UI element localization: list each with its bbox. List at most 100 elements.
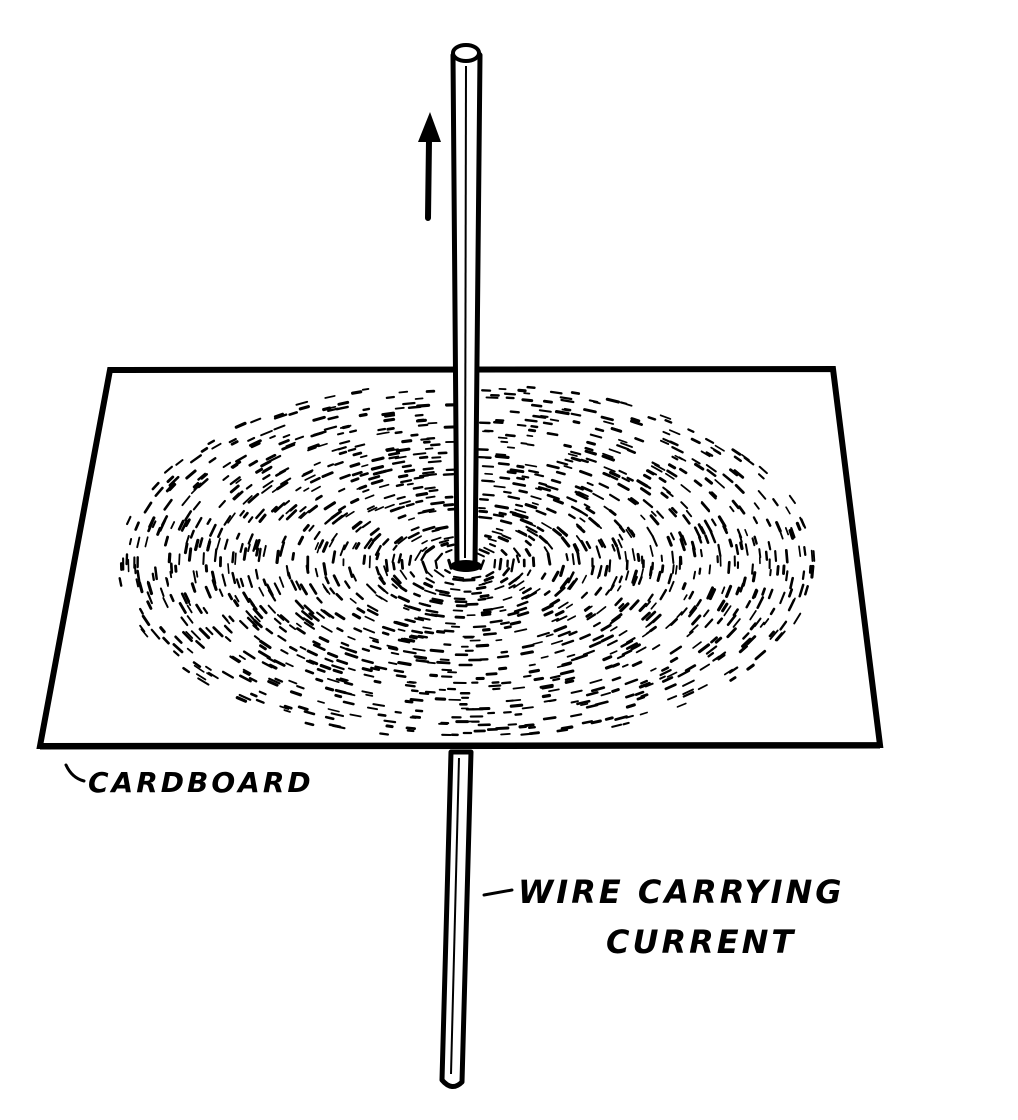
iron-filing bbox=[218, 588, 224, 597]
iron-filing bbox=[302, 524, 310, 532]
iron-filing bbox=[726, 614, 737, 627]
iron-filing bbox=[489, 619, 503, 624]
iron-filing bbox=[283, 709, 291, 713]
iron-filing bbox=[344, 580, 351, 589]
iron-filing bbox=[164, 465, 173, 474]
iron-filing bbox=[198, 537, 204, 548]
iron-filing bbox=[789, 576, 795, 590]
iron-filing bbox=[228, 615, 235, 623]
iron-filing bbox=[497, 535, 510, 543]
iron-filing bbox=[315, 496, 322, 501]
iron-filing bbox=[334, 693, 343, 699]
iron-filing bbox=[323, 425, 338, 431]
iron-filing bbox=[444, 581, 455, 586]
iron-filing bbox=[438, 539, 450, 544]
iron-filing bbox=[599, 538, 607, 549]
iron-filing bbox=[290, 579, 298, 591]
iron-filing bbox=[664, 472, 675, 480]
iron-filing bbox=[369, 636, 379, 641]
iron-filing bbox=[462, 578, 476, 582]
iron-filing bbox=[506, 446, 516, 449]
iron-filing bbox=[261, 466, 272, 474]
iron-filing bbox=[212, 626, 224, 638]
iron-filing bbox=[146, 591, 153, 605]
iron-filing bbox=[285, 564, 290, 577]
iron-filing bbox=[721, 586, 726, 595]
iron-filing bbox=[521, 475, 530, 479]
iron-filing bbox=[337, 432, 345, 436]
iron-filing bbox=[608, 493, 621, 502]
iron-filing bbox=[370, 465, 385, 471]
iron-filing bbox=[344, 652, 359, 659]
iron-filing bbox=[198, 627, 211, 640]
iron-filing bbox=[563, 465, 573, 470]
iron-filing bbox=[598, 564, 603, 578]
iron-filing bbox=[669, 532, 675, 541]
iron-filing bbox=[769, 629, 779, 640]
iron-filing bbox=[502, 596, 513, 601]
iron-filing bbox=[366, 608, 379, 617]
iron-filing bbox=[154, 486, 164, 498]
iron-filing bbox=[538, 409, 552, 413]
iron-filing bbox=[785, 506, 791, 515]
iron-filing bbox=[248, 439, 262, 447]
iron-filing bbox=[509, 620, 522, 626]
iron-filing bbox=[483, 575, 495, 582]
iron-filing bbox=[261, 641, 270, 648]
iron-filing bbox=[232, 490, 244, 501]
iron-filing bbox=[368, 475, 381, 481]
iron-filing bbox=[570, 391, 581, 395]
iron-filing bbox=[533, 676, 545, 682]
iron-filing bbox=[774, 549, 778, 563]
iron-filing bbox=[397, 660, 412, 667]
iron-filings-pattern bbox=[118, 385, 816, 737]
iron-filing bbox=[235, 578, 241, 589]
iron-filing bbox=[739, 541, 744, 551]
iron-filing bbox=[375, 566, 381, 576]
iron-filing bbox=[803, 545, 807, 557]
iron-filing bbox=[383, 417, 396, 423]
iron-filing bbox=[626, 448, 637, 454]
iron-filing bbox=[440, 541, 449, 547]
iron-filing bbox=[339, 544, 346, 557]
iron-filing bbox=[565, 553, 569, 562]
iron-filing bbox=[222, 461, 232, 469]
iron-filing bbox=[418, 691, 430, 695]
iron-filing bbox=[324, 657, 334, 663]
iron-filing bbox=[302, 617, 313, 625]
iron-filing bbox=[682, 679, 695, 687]
iron-filing bbox=[592, 621, 601, 628]
iron-filing bbox=[650, 510, 657, 517]
iron-filing bbox=[409, 716, 417, 719]
iron-filing bbox=[294, 599, 305, 610]
iron-filing bbox=[393, 669, 405, 674]
iron-filing bbox=[640, 679, 648, 685]
iron-filing bbox=[649, 514, 660, 526]
iron-filing bbox=[475, 552, 485, 558]
iron-filing bbox=[710, 636, 718, 644]
iron-filing bbox=[242, 495, 253, 505]
iron-filing bbox=[361, 658, 374, 665]
iron-filing bbox=[385, 724, 394, 729]
iron-filing bbox=[324, 686, 335, 692]
iron-filing bbox=[716, 617, 724, 625]
iron-filing bbox=[625, 403, 633, 407]
iron-filing bbox=[308, 612, 320, 622]
iron-filing bbox=[556, 728, 569, 733]
iron-filing bbox=[546, 552, 552, 566]
iron-filing bbox=[570, 412, 582, 417]
iron-filing bbox=[402, 637, 416, 643]
iron-filing bbox=[735, 586, 741, 596]
iron-filing bbox=[812, 550, 816, 562]
iron-filing bbox=[548, 688, 560, 693]
iron-filing bbox=[273, 617, 282, 625]
iron-filing bbox=[331, 724, 346, 730]
iron-filing bbox=[481, 465, 495, 468]
iron-filing bbox=[636, 479, 649, 488]
iron-filing bbox=[183, 542, 189, 555]
iron-filing bbox=[486, 596, 494, 600]
iron-filing bbox=[554, 410, 570, 416]
iron-filing bbox=[671, 550, 675, 564]
iron-filing bbox=[252, 624, 260, 631]
iron-filing bbox=[521, 706, 534, 710]
